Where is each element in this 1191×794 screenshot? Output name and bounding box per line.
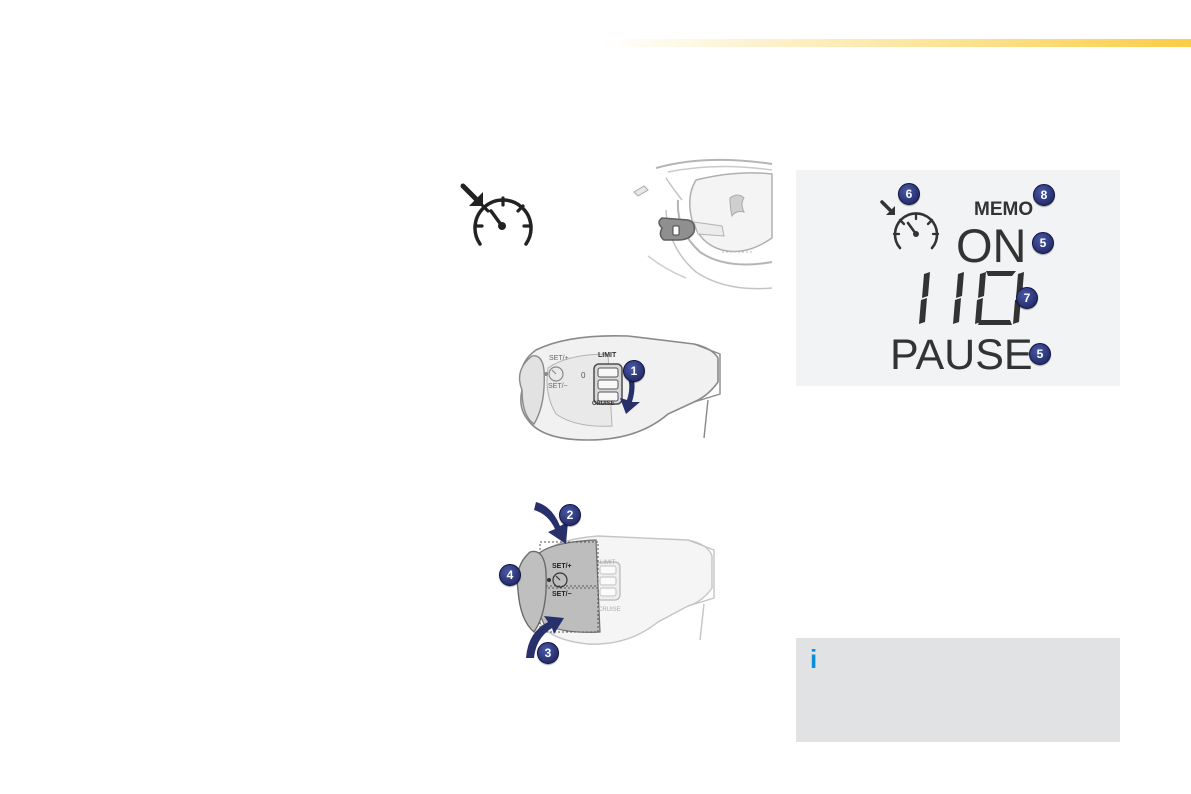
display-status-on: ON bbox=[956, 219, 1027, 272]
callout-3: 3 bbox=[537, 642, 559, 664]
display-memo-label: MEMO bbox=[974, 199, 1034, 220]
display-callout-icon: 6 bbox=[898, 183, 920, 205]
cruise-control-symbol-icon bbox=[460, 183, 533, 246]
info-note-box: i bbox=[796, 638, 1120, 742]
steering-wheel-illustration bbox=[633, 158, 773, 290]
stalk-label-set-minus: SET/− bbox=[548, 383, 568, 390]
header-accent-bar bbox=[600, 39, 1191, 47]
stalk-buttons-label-cruise: CRUISE bbox=[598, 607, 621, 613]
stalk-label-limit: LIMIT bbox=[598, 352, 617, 359]
info-icon: i bbox=[810, 644, 818, 674]
display-callout-memo: 8 bbox=[1033, 184, 1055, 206]
instrument-display-panel: MEMO ON PAUSE 6 8 5 7 5 bbox=[796, 170, 1120, 386]
stalk-label-off: 0 bbox=[581, 371, 586, 380]
stalk-buttons-label-limit: LIMIT bbox=[600, 560, 616, 566]
control-stalk-illustration bbox=[518, 334, 721, 441]
display-status-pause: PAUSE bbox=[890, 331, 1033, 379]
callout-4: 4 bbox=[499, 564, 521, 586]
display-callout-speed: 7 bbox=[1016, 287, 1038, 309]
callout-2: 2 bbox=[559, 504, 581, 526]
stalk-label-set-plus: SET/+ bbox=[549, 355, 569, 362]
control-stalk-buttons-illustration bbox=[516, 502, 715, 658]
cruise-control-display-icon bbox=[880, 200, 940, 250]
stalk-buttons-label-set-minus: SET/− bbox=[552, 591, 572, 598]
display-callout-pause: 5 bbox=[1029, 343, 1051, 365]
stalk-label-cruise: CRUISE bbox=[592, 401, 615, 407]
stalk-buttons-label-set-plus: SET/+ bbox=[552, 563, 572, 570]
display-speed-value bbox=[919, 271, 1024, 325]
callout-1: 1 bbox=[623, 360, 645, 382]
display-callout-on: 5 bbox=[1032, 232, 1054, 254]
